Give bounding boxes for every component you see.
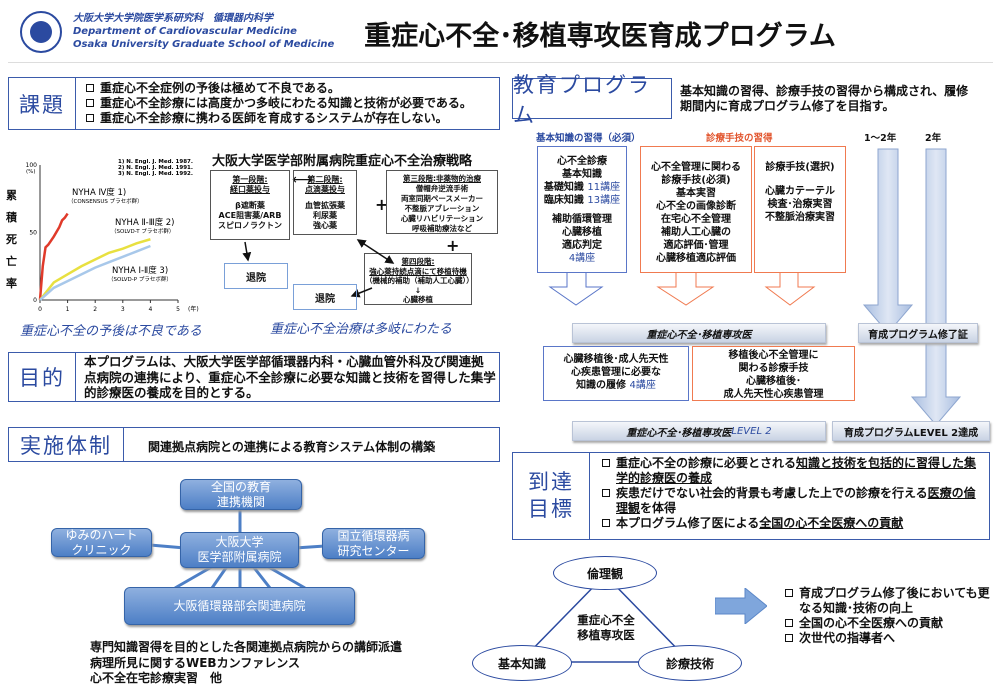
dept-jp: 大阪大学大学院医学系研究科 循環器内科学 <box>73 13 273 24</box>
ethics-node: 倫理観 <box>553 556 657 590</box>
series-sublabel: （SOLVD-T プラセボ群） <box>111 227 174 235</box>
y-unit: (%) <box>26 169 36 175</box>
bidirectional-arrow-icon: ⟷ <box>292 172 313 188</box>
certificate-bar: 育成プログラム修了証 <box>858 323 978 343</box>
col2-head: 診療手技の習得 <box>706 133 773 144</box>
knowledge-node: 基本知識 <box>472 645 572 681</box>
node-yumino-clinic: ゆみのハート クリニック <box>51 528 152 557</box>
goal-item: 本プログラム修了医による全国の心不全医療への貢献 <box>602 516 982 531</box>
level2-certificate-bar: 育成プログラムLEVEL 2達成 <box>832 421 990 441</box>
mokuteki-text: 本プログラムは、大阪大学医学部循環器内科・心臓血管外科及び関連拠点病院の連携によ… <box>84 354 496 400</box>
note: 専門知識習得を目的とした各関連拠点病院からの講師派遣 <box>90 640 403 654</box>
series-line <box>39 238 151 301</box>
reference: 3) N. Engl. J. Med. 1992. <box>118 171 193 177</box>
y-tick-label: 0 <box>33 297 37 304</box>
level2-bar: 重症心不全･移植専攻医 LEVEL 2 <box>572 421 826 441</box>
discharge-box: 退院 <box>224 263 288 289</box>
basic-knowledge-box: 心不全診療基本知識 基礎知識 11講座 臨床知識 13講座 補助循環管理心臓移植… <box>537 146 627 273</box>
kadai-item: 重症心不全診療には高度かつ多岐にわたる知識と技術が必要である。 <box>100 96 472 110</box>
stage2-box: 第二段階:点滴薬投与 血管拡張薬利尿薬強心薬 <box>293 170 357 235</box>
series-label: NYHA Ⅱ-Ⅲ度 2) <box>115 217 175 228</box>
flow-arrows <box>548 148 962 426</box>
mokuteki-label: 目的 <box>8 352 76 402</box>
dept-en: Department of Cardiovascular Medicine <box>73 26 297 37</box>
level1-bar: 重症心不全･移植専攻医 <box>572 323 826 343</box>
x-tick-label: 0 <box>38 306 42 313</box>
year-label: 1～2年 <box>864 133 897 144</box>
outcome-item: 次世代の指導者へ <box>799 631 896 645</box>
skills-node: 診療技術 <box>638 645 742 681</box>
triangle-lines <box>518 573 692 663</box>
note: 病理所見に関するWEBカンファレンス <box>90 655 300 670</box>
x-unit: (年) <box>188 305 199 313</box>
series-label: NYHA Ⅰ-Ⅱ度 3) <box>112 265 168 276</box>
kyoiku-label: 教育プログラム <box>512 73 672 127</box>
series-line <box>38 212 69 301</box>
kyoiku-text: 基本知識の習得、診療手技の習得から構成され、履修期間内に育成プログラム修了を目指… <box>680 84 969 113</box>
outcome-item: 育成プログラム修了後においても更なる知識･技術の向上 <box>799 586 990 615</box>
reference: 1) N. Engl. J. Med. 1987. <box>118 159 193 165</box>
elective-skills-box: 診療手技(選択)心臓カテーテル検査･治療実習不整脈治療実習 <box>754 146 846 273</box>
plus-icon: + <box>446 236 460 255</box>
year-label: 2年 <box>925 133 942 144</box>
jisshi-label: 実施体制 <box>8 427 124 462</box>
col1-head: 基本知識の習得（必須） <box>536 133 641 144</box>
node-osaka-university-hospital: 大阪大学 医学部附属病院 <box>180 532 299 568</box>
mortality-chart: 0 1 2 3 4 5 (年) 0 50 100(%) 1) N. Engl. J. Med. 19… <box>26 159 199 313</box>
series-line <box>39 244 151 301</box>
goal-label: 到達目標 <box>512 452 590 540</box>
node-related-hospitals: 大阪循環器部会関連病院 <box>124 587 355 625</box>
y-tick-label: 50 <box>29 230 37 237</box>
kadai-label: 課題 <box>8 77 76 130</box>
kadai-item: 重症心不全診療に携わる医師を育成するシステムが存在しない。 <box>100 111 448 125</box>
strategy-caption: 重症心不全治療は多岐にわたる <box>270 322 453 337</box>
x-tick-label: 3 <box>121 306 125 313</box>
node-national-partners: 全国の教育 連携機関 <box>180 479 302 510</box>
x-tick-label: 4 <box>148 306 152 313</box>
goal-item: 重症心不全の診療に必要とされる知識と技術を包括的に習得した集学的診療医の養成 <box>602 456 982 486</box>
x-tick-label: 1 <box>66 306 70 313</box>
note: 心不全在宅診療実習 他 <box>90 671 223 685</box>
reference: 2) N. Engl. J. Med. 1991. <box>118 165 193 171</box>
page-title: 重症心不全･移植専攻医育成プログラム <box>364 21 836 52</box>
discharge-box: 退院 <box>293 284 357 310</box>
kadai-item: 重症心不全症例の予後は極めて不良である。 <box>100 81 340 95</box>
post-transplant-skills-box: 移植後心不全管理に関わる診療手技心臓移植後･成人先天性心疾患管理 <box>692 346 855 401</box>
plus-icon: + <box>375 195 389 214</box>
outcome-item: 全国の心不全医療への貢献 <box>799 616 944 630</box>
series-label: NYHA Ⅳ度 1) <box>72 187 126 198</box>
series-sublabel: （SOLVD-P プラセボ群） <box>108 275 172 283</box>
stage3-box: 第三段階:非薬物的治療 僧帽弁逆流手術両室同期ペースメーカー不整脈アブレーション… <box>386 170 498 234</box>
x-tick-label: 5 <box>176 306 180 313</box>
stage4-box: 第四段階:強心薬持続点滴にて移植待機 （機械的補助（補助人工心臓））↓心臓移植 <box>364 253 474 305</box>
strategy-title: 大阪大学医学部附属病院重症心不全治療戦略 <box>212 154 473 169</box>
required-skills-box: 心不全管理に関わる診療手技(必須)基本実習心不全の画像診断在宅心不全管理補助人工… <box>640 146 752 273</box>
university-logo <box>20 11 62 53</box>
post-transplant-knowledge-box: 心臓移植後･成人先天性心疾患管理に必要な知識の履修 4講座 <box>543 346 689 401</box>
chart-ylabel: 累積死亡率 <box>6 189 17 290</box>
series-sublabel: （CONSENSUS プラセボ群） <box>68 197 143 205</box>
chart-caption: 重症心不全の予後は不良である <box>20 324 202 339</box>
strategy-arrows <box>242 239 395 298</box>
triangle-center: 重症心不全 移植専攻医 <box>577 613 635 642</box>
right-arrow-icon <box>715 588 767 624</box>
jisshi-text: 関連拠点病院との連携による教育システム体制の構築 <box>148 440 436 454</box>
node-ncvc: 国立循環器病 研究センター <box>322 528 425 559</box>
y-tick-label: 100 <box>26 162 38 169</box>
x-tick-label: 2 <box>93 306 97 313</box>
goal-item: 疾患だけでない社会的背景も考慮した上での診療を行える医療の倫理観を体得 <box>602 486 982 516</box>
school-en: Osaka University Graduate School of Medi… <box>73 39 335 50</box>
